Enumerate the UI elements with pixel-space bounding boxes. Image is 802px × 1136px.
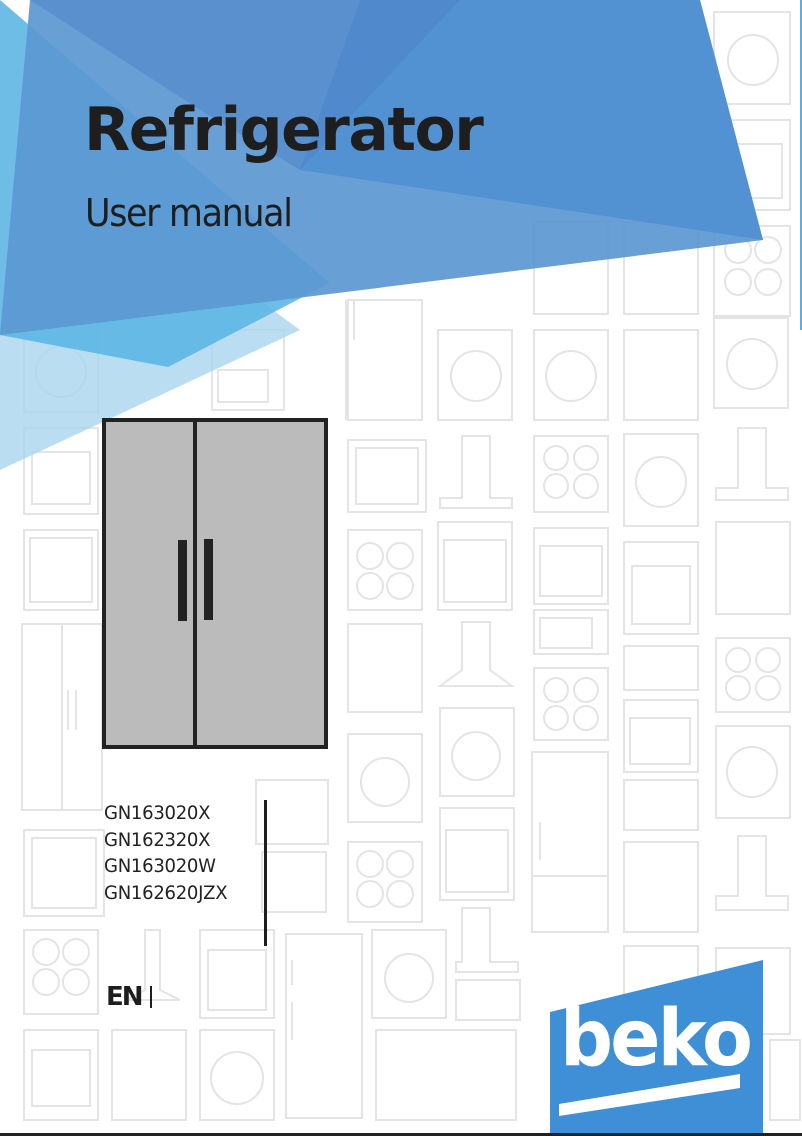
language-divider xyxy=(150,986,152,1008)
bottom-border xyxy=(0,1133,802,1136)
model-number: GN163020X xyxy=(104,802,211,824)
model-list-divider xyxy=(264,800,267,946)
left-door-handle xyxy=(178,540,187,621)
model-number: GN162620JZX xyxy=(104,881,228,904)
document-title: Refrigerator xyxy=(84,95,484,165)
language-code: EN xyxy=(106,982,144,1012)
right-edge-accent xyxy=(800,0,802,330)
model-number: GN162320X xyxy=(104,828,211,851)
brand-logo-background xyxy=(550,960,763,1136)
brand-logo-text: beko xyxy=(560,994,753,1084)
model-number: GN163020W xyxy=(104,855,216,877)
model-list: GN163020X GN162320X GN163020W GN162620JZ… xyxy=(104,800,234,906)
refrigerator-illustration xyxy=(102,418,328,749)
right-door-handle xyxy=(204,539,213,620)
document-subtitle: User manual xyxy=(85,191,293,235)
